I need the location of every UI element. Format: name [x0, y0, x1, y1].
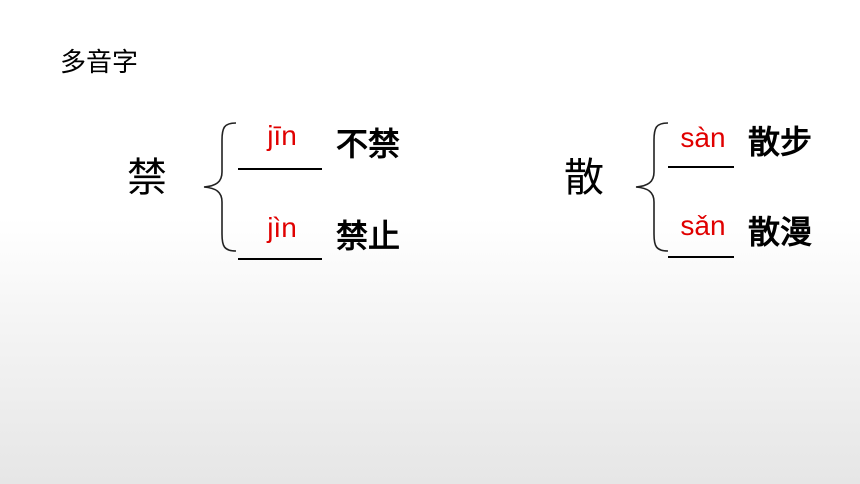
- curly-brace-icon: [632, 120, 672, 254]
- slide-title: 多音字: [60, 48, 139, 78]
- answer-blank: [238, 168, 322, 170]
- answer-blank: [668, 166, 734, 168]
- example-word: 散漫: [748, 213, 813, 251]
- example-word: 不禁: [336, 125, 401, 163]
- pinyin-answer: sǎn: [680, 210, 726, 241]
- answer-blank: [668, 256, 734, 258]
- entry-row: jīn 不禁: [238, 122, 438, 172]
- entry-row: sǎn 散漫: [668, 212, 858, 262]
- entry-row: sàn 散步: [668, 124, 858, 174]
- head-character: 散: [564, 155, 604, 201]
- answer-blank: [238, 258, 322, 260]
- curly-brace-icon: [200, 120, 240, 254]
- example-word: 散步: [748, 123, 813, 161]
- pinyin-answer: jìn: [267, 212, 297, 243]
- example-word: 禁止: [336, 217, 401, 255]
- head-character: 禁: [127, 155, 167, 201]
- pinyin-answer: jīn: [267, 120, 297, 151]
- pinyin-answer: sàn: [680, 122, 726, 153]
- entry-row: jìn 禁止: [238, 214, 438, 264]
